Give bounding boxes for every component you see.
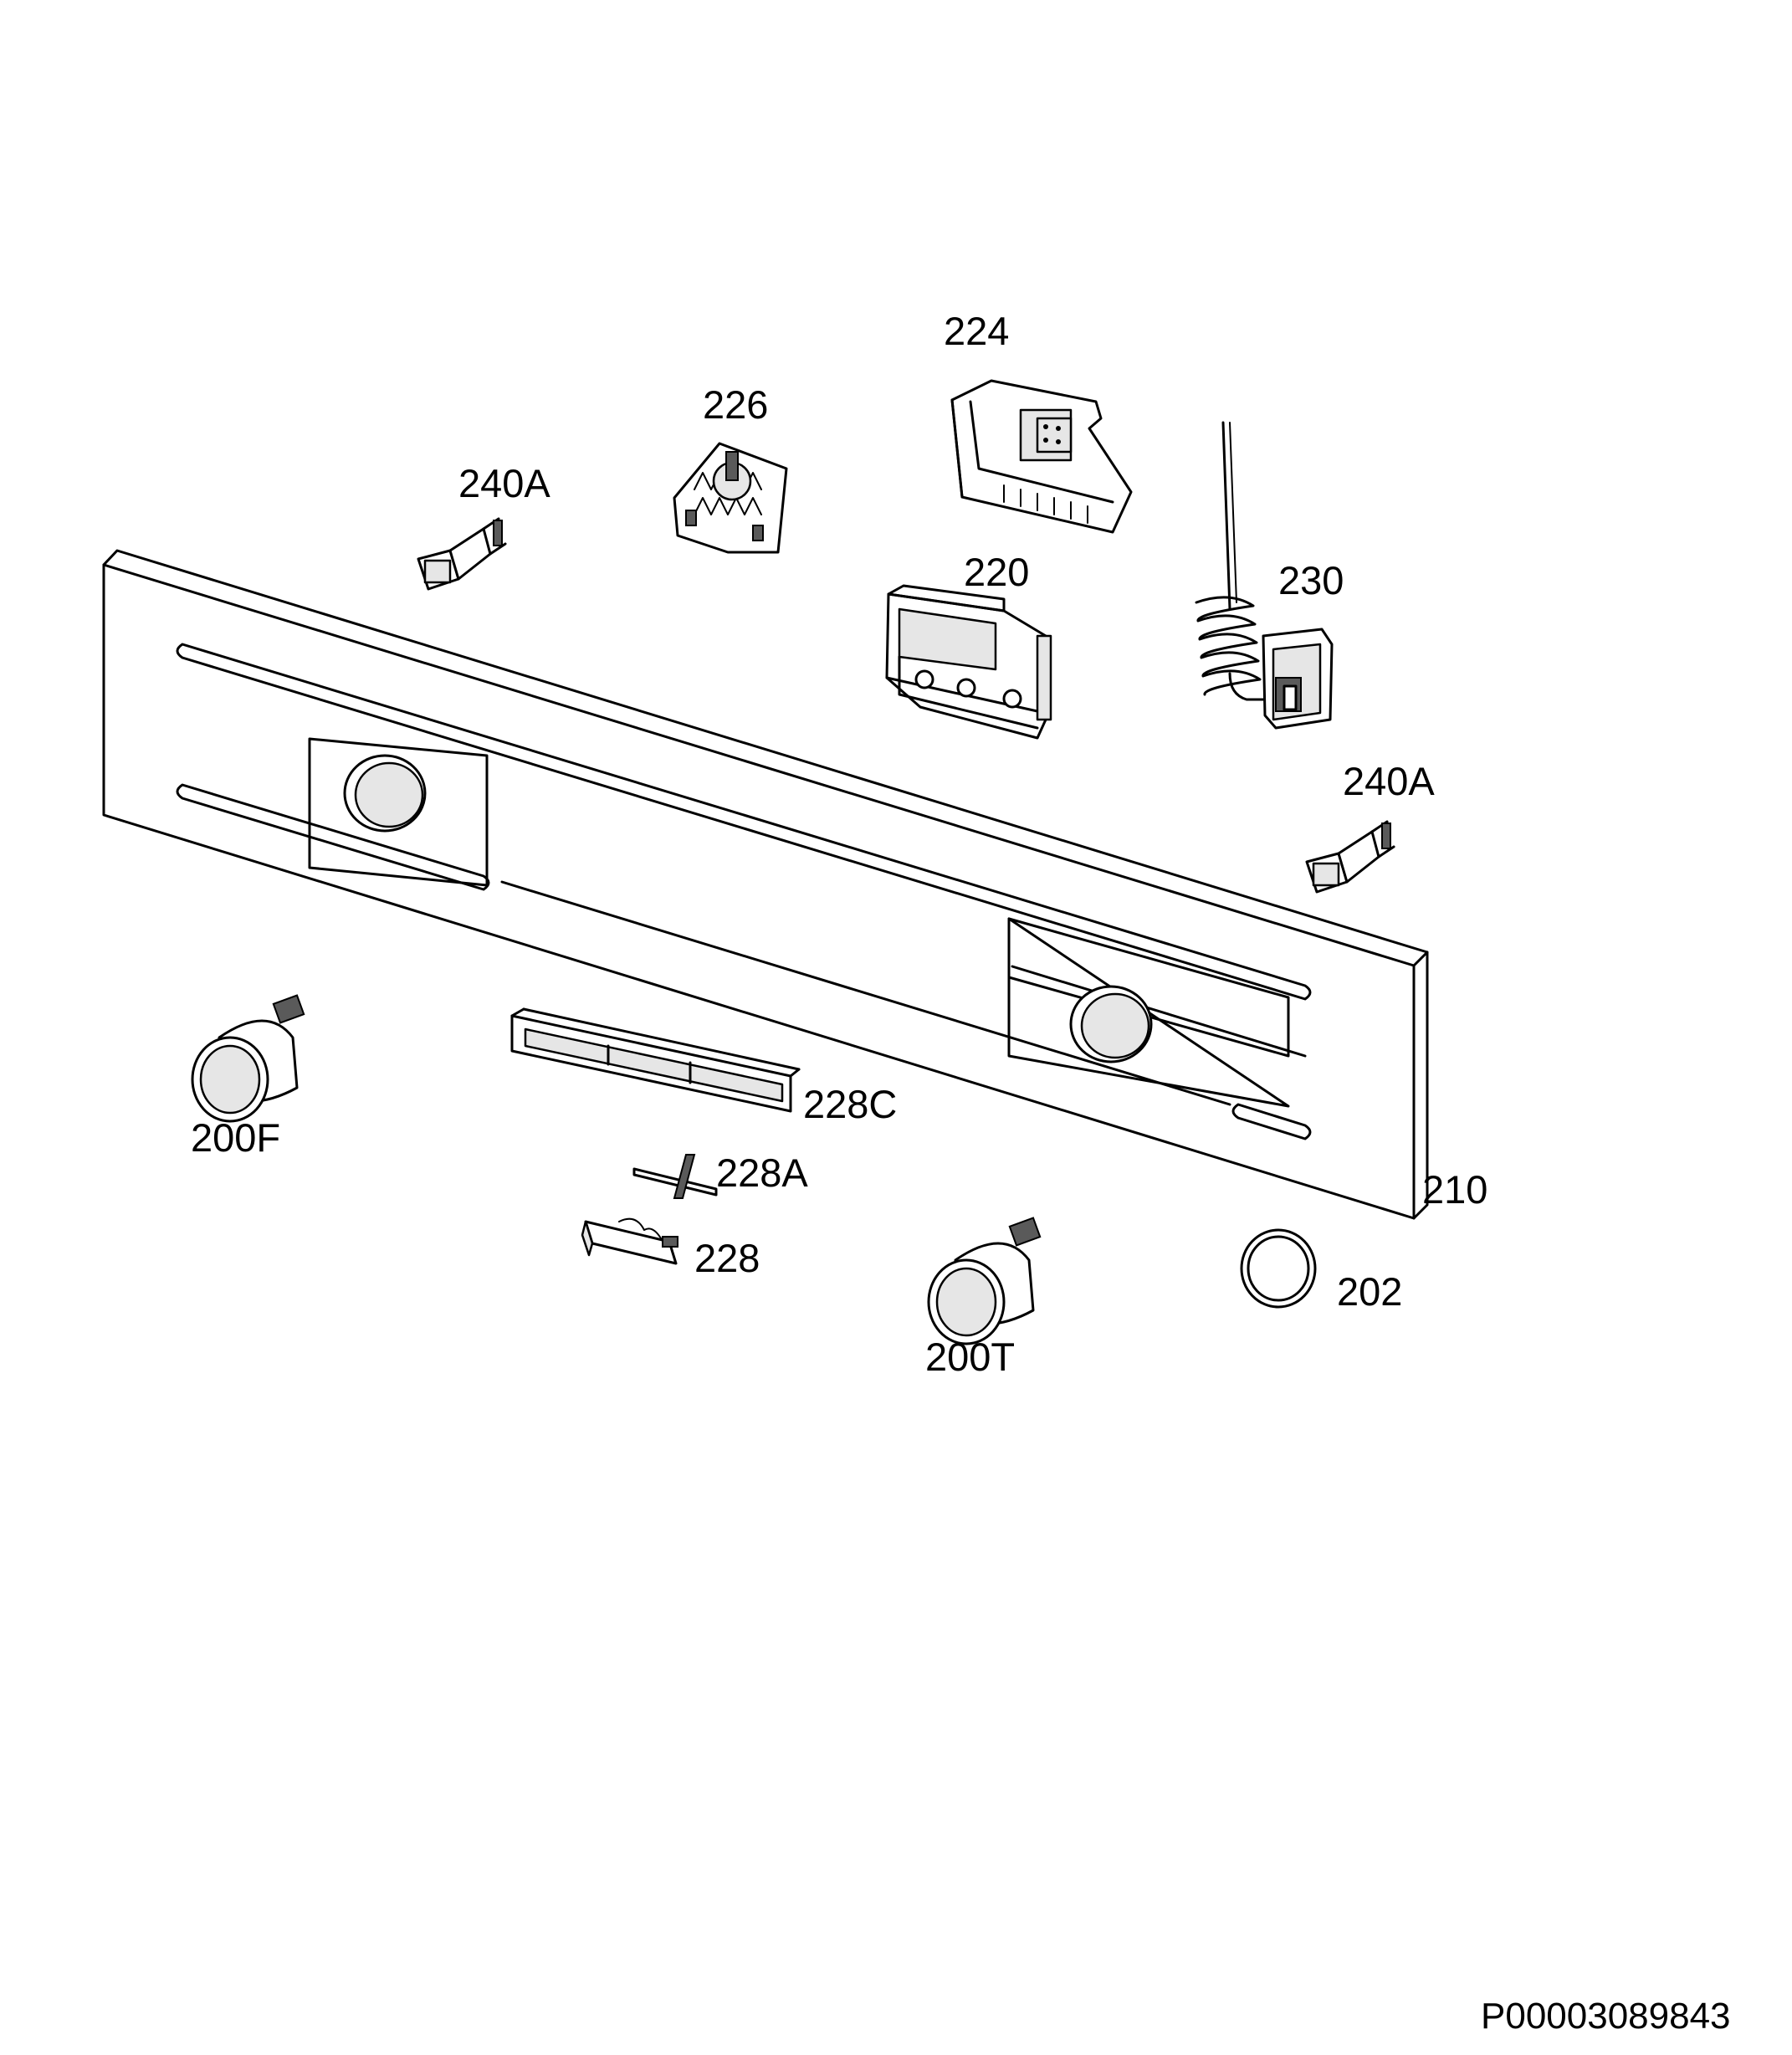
control-panel-210 bbox=[102, 549, 1429, 1220]
label-228a: 228A bbox=[716, 1150, 808, 1195]
label-240a-right: 240A bbox=[1343, 759, 1435, 803]
ring-202 bbox=[1240, 1228, 1317, 1309]
label-210: 210 bbox=[1422, 1167, 1488, 1212]
terminal-box-220 bbox=[885, 584, 1052, 740]
switch-240a-top bbox=[417, 517, 507, 591]
bracket-224 bbox=[950, 379, 1133, 534]
display-bezel-228c bbox=[510, 1007, 801, 1113]
knob-200f bbox=[191, 994, 305, 1123]
label-226: 226 bbox=[703, 382, 769, 427]
label-228c: 228C bbox=[803, 1082, 898, 1126]
label-220: 220 bbox=[964, 550, 1030, 594]
selector-switch-226 bbox=[673, 442, 788, 554]
label-202: 202 bbox=[1337, 1269, 1403, 1314]
label-200t: 200T bbox=[925, 1335, 1016, 1379]
knob-200t bbox=[927, 1217, 1042, 1345]
document-id: P00003089843 bbox=[1481, 1996, 1731, 2037]
label-224: 224 bbox=[944, 309, 1010, 353]
label-230: 230 bbox=[1278, 558, 1344, 602]
switch-240a-right bbox=[1305, 820, 1395, 894]
button-228 bbox=[581, 1217, 678, 1265]
label-200f: 200F bbox=[191, 1115, 281, 1160]
thermostat-230 bbox=[1195, 421, 1334, 730]
rod-228a bbox=[632, 1154, 718, 1199]
label-240a-top: 240A bbox=[458, 461, 550, 505]
label-228: 228 bbox=[694, 1236, 760, 1280]
